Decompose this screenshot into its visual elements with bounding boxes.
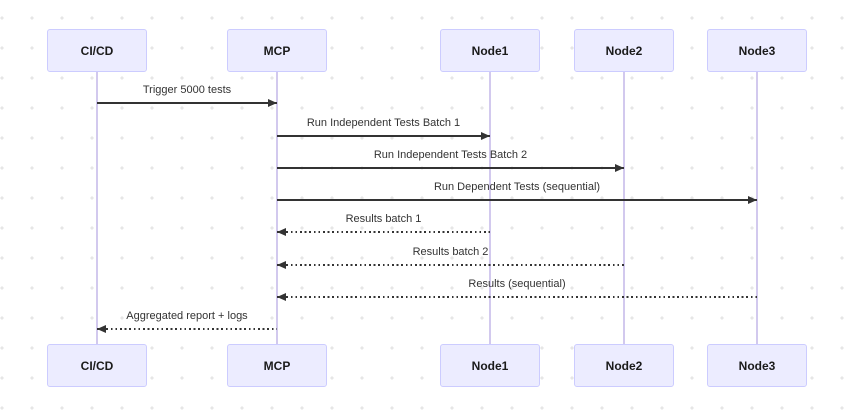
lifeline-node1 xyxy=(489,72,491,344)
message-label: Results batch 2 xyxy=(412,246,489,258)
actor-label: Node3 xyxy=(738,358,776,373)
actor-top-node1: Node1 xyxy=(440,29,540,72)
message-label: Run Independent Tests Batch 1 xyxy=(306,117,461,129)
actor-label: MCP xyxy=(263,358,291,373)
lifeline-cicd xyxy=(96,72,98,344)
actor-label: Node2 xyxy=(605,358,643,373)
message-label: Aggregated report + logs xyxy=(126,310,248,322)
message-label: Run Independent Tests Batch 2 xyxy=(373,149,528,161)
arrowhead-right-icon xyxy=(481,132,490,140)
arrowhead-left-icon xyxy=(277,293,286,301)
lifeline-mcp xyxy=(276,72,278,344)
message-line xyxy=(277,296,757,298)
actor-label: Node1 xyxy=(471,43,509,58)
actor-label: Node1 xyxy=(471,358,509,373)
actor-label: MCP xyxy=(263,43,291,58)
arrowhead-right-icon xyxy=(268,99,277,107)
actor-bottom-cicd: CI/CD xyxy=(47,344,147,387)
actor-bottom-mcp: MCP xyxy=(227,344,327,387)
message-line xyxy=(277,264,624,266)
arrowhead-right-icon xyxy=(748,196,757,204)
actor-label: Node2 xyxy=(605,43,643,58)
actor-bottom-node3: Node3 xyxy=(707,344,807,387)
message-line xyxy=(277,199,757,201)
message-line xyxy=(97,328,277,330)
message-label: Results (sequential) xyxy=(468,278,566,290)
arrowhead-right-icon xyxy=(615,164,624,172)
message-line xyxy=(277,231,490,233)
message-label: Run Dependent Tests (sequential) xyxy=(433,181,601,193)
message-label: Trigger 5000 tests xyxy=(142,84,232,96)
arrowhead-left-icon xyxy=(97,325,106,333)
actor-top-cicd: CI/CD xyxy=(47,29,147,72)
message-line xyxy=(277,167,624,169)
actor-label: CI/CD xyxy=(80,43,114,58)
actor-top-node2: Node2 xyxy=(574,29,674,72)
message-line xyxy=(277,135,490,137)
lifeline-node3 xyxy=(756,72,758,344)
message-label: Results batch 1 xyxy=(345,213,422,225)
lifeline-node2 xyxy=(623,72,625,344)
arrowhead-left-icon xyxy=(277,228,286,236)
actor-label: Node3 xyxy=(738,43,776,58)
message-line xyxy=(97,102,277,104)
actor-label: CI/CD xyxy=(80,358,114,373)
actor-bottom-node2: Node2 xyxy=(574,344,674,387)
actor-top-node3: Node3 xyxy=(707,29,807,72)
arrowhead-left-icon xyxy=(277,261,286,269)
actor-top-mcp: MCP xyxy=(227,29,327,72)
actor-bottom-node1: Node1 xyxy=(440,344,540,387)
